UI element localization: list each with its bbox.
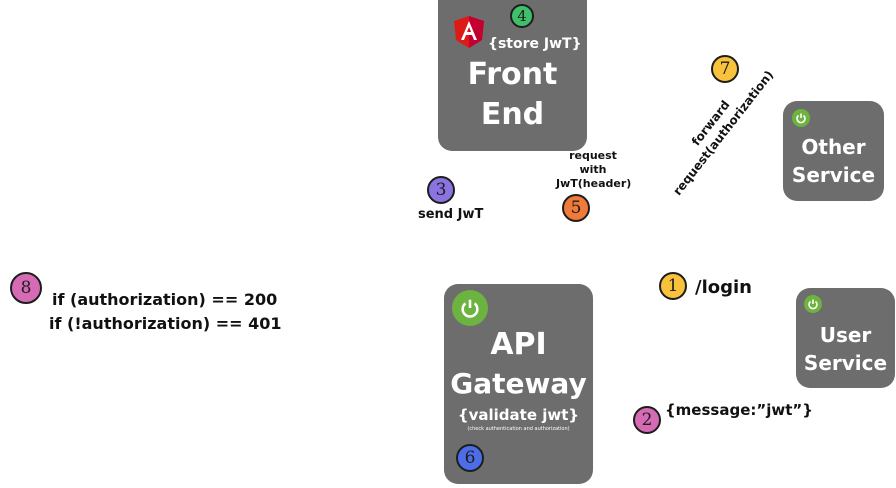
step-4-badge: 4 [510, 4, 534, 28]
store-jwt-label: {store JwT} [488, 36, 582, 52]
validate-note: (check authentication and authorization) [467, 426, 570, 432]
spring-icon [452, 290, 488, 326]
step-7-badge: 7 [711, 55, 739, 83]
request-label: request with JwT(header) [556, 149, 632, 191]
user-service-box: User Service [796, 288, 895, 388]
user-service-line2: Service [803, 351, 888, 375]
request-line2: with [579, 163, 607, 176]
auth-200-label: if (authorization) == 200 [52, 290, 278, 309]
angular-icon [454, 16, 484, 48]
front-end-line2: End [480, 96, 545, 132]
other-service-line1: Other [801, 135, 866, 159]
spring-icon [792, 109, 810, 127]
step-3-badge: 3 [427, 176, 455, 204]
step-6-badge: 6 [456, 444, 484, 472]
api-gateway-line2: Gateway [450, 367, 587, 400]
front-end-line1: Front [467, 56, 558, 92]
step-1-badge: 1 [659, 272, 687, 300]
spring-icon [804, 295, 822, 313]
message-label: {message:”jwt”} [665, 401, 813, 419]
user-service-line1: User [819, 323, 872, 347]
step-5-badge: 5 [562, 194, 590, 222]
api-gateway-line1: API [490, 327, 547, 362]
other-service-line2: Service [791, 163, 876, 187]
login-label: /login [695, 277, 752, 298]
auth-401-label: if (!authorization) == 401 [49, 314, 282, 333]
step-8-badge: 8 [10, 272, 42, 304]
send-jwt-label: send JwT [418, 207, 484, 222]
step-2-badge: 2 [633, 406, 661, 434]
front-end-box: Front End [438, 0, 587, 151]
request-line1: request [569, 149, 617, 162]
request-line3: JwT(header) [556, 177, 632, 190]
validate-jwt-label: {validate jwt} [457, 406, 580, 424]
